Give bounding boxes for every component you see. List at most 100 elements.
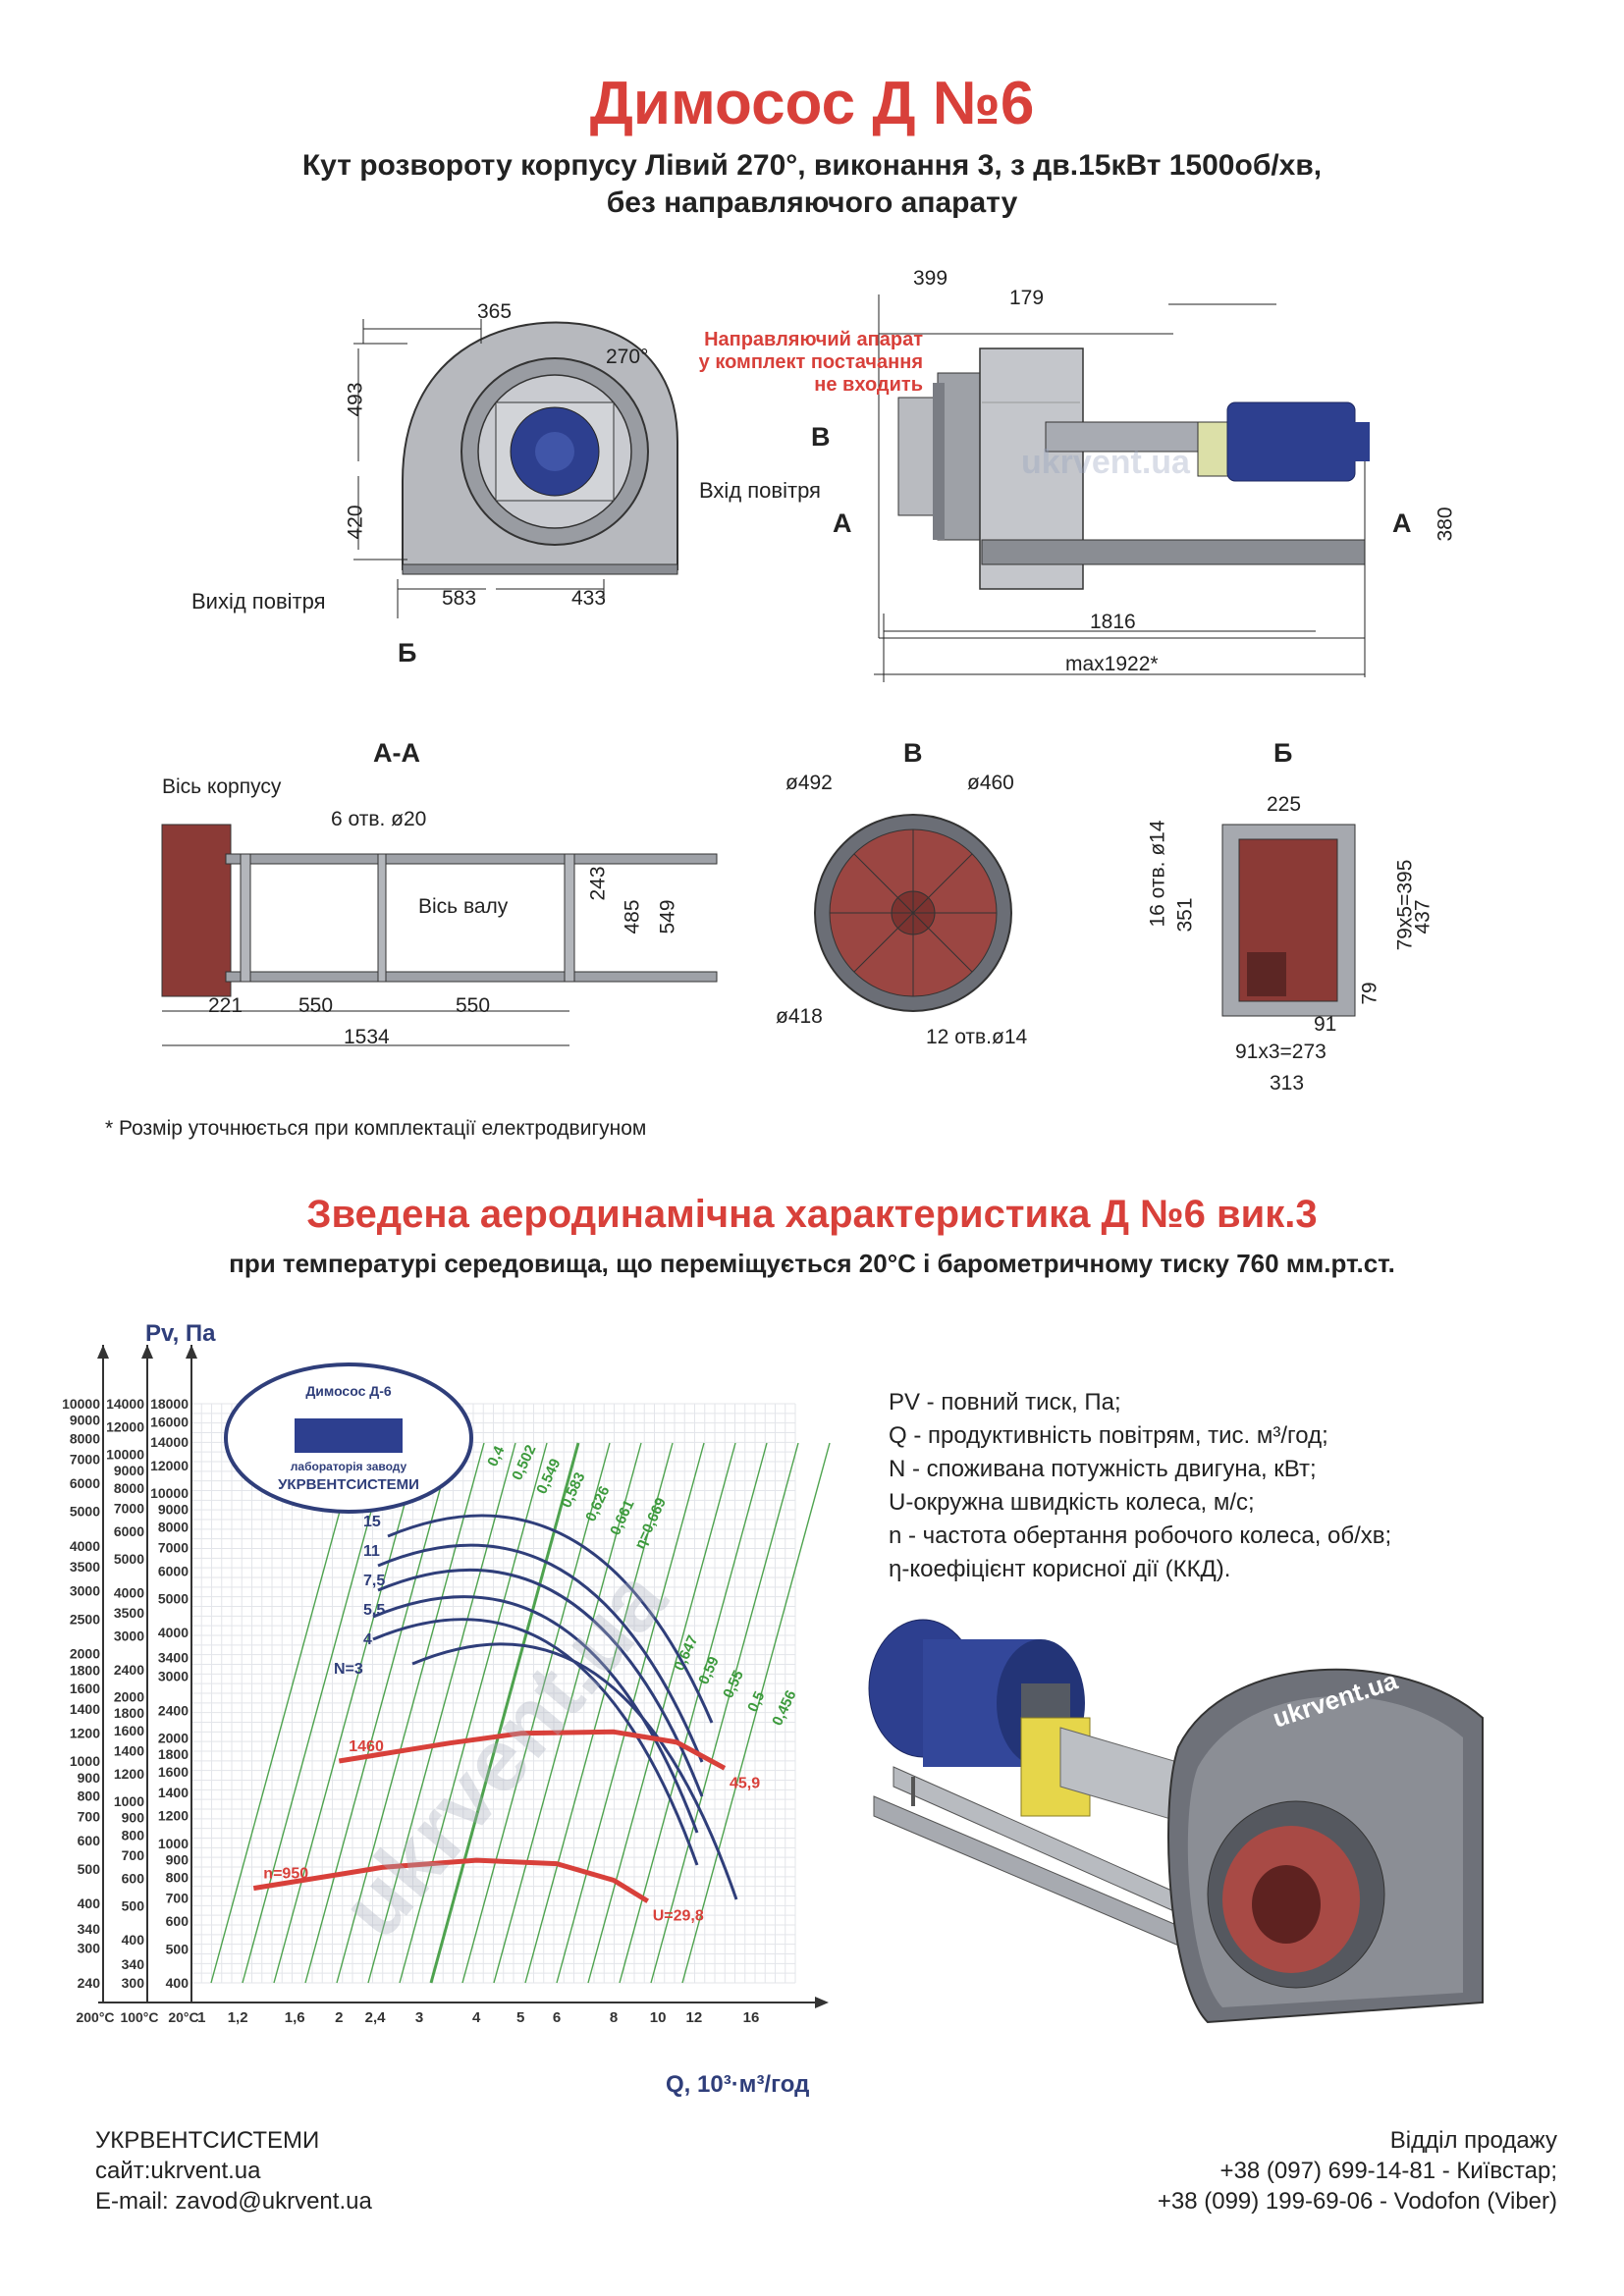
legend-item-pv: PV - повний тиск, Па; [889,1389,1121,1415]
y-tick-label: 2000 [114,1689,144,1705]
efficiency-line [242,1442,391,1984]
legend: PV - повний тиск, Па; Q - продуктивність… [889,1386,1391,1586]
y-tick-label: 2400 [114,1662,144,1678]
dim-91x3: 91х3=273 [1235,1041,1326,1063]
subtitle-line-1: Кут розвороту корпусу Лівий 270°, викона… [301,149,1323,182]
y-tick-label: 12000 [106,1419,144,1435]
x-tick-label: 12 [686,2009,703,2026]
outlet-label: Вихід повітря [191,589,326,614]
y-tick-label: 800 [78,1789,101,1804]
y-tick-label: 700 [78,1809,101,1825]
y-tick-label: 2500 [70,1611,100,1627]
holes-12: 12 отв.ø14 [926,1026,1028,1048]
power-curve [377,1568,704,1797]
y-tick-label: 2000 [158,1731,189,1746]
dim-485: 485 [621,899,644,934]
temp-label: 100°С [120,2009,158,2025]
end-label: 45,9 [730,1775,760,1791]
speed-label: n=950 [263,1866,308,1883]
efficiency-line [336,1442,485,1984]
power-label: 15 [363,1514,381,1530]
front-view-drawing [402,321,678,575]
dim-433: 433 [571,587,607,610]
efficiency-line [429,1442,580,1984]
footer-phone-1[interactable]: +38 (097) 699-14-81 - Київстар; [1219,2158,1557,2184]
legend-item-q: Q - продуктивність повітрям, тис. м³/год… [889,1422,1328,1449]
y-tick-label: 1400 [114,1743,144,1759]
speed-label: 1460 [349,1738,384,1755]
footnote: * Розмір уточнюється при комплектації ел… [105,1117,647,1140]
y-tick-label: 5000 [70,1504,100,1520]
y-tick-label: 12000 [150,1458,189,1473]
dia-418: ø418 [776,1005,823,1028]
y-tick-label: 7000 [158,1539,189,1555]
x-tick-label: 5 [516,2009,524,2026]
y-tick-label: 600 [78,1833,101,1848]
dim-550-a: 550 [298,994,334,1017]
footer-email[interactable]: E-mail: zavod@ukrvent.ua [95,2188,372,2215]
y-tick-label: 240 [78,1975,101,1991]
power-curve [377,1543,704,1763]
dim-365: 365 [477,300,513,323]
efficiency-line [650,1442,799,1984]
footer-sales: Відділ продажу [1389,2127,1557,2154]
side-watermark: ukrvent.ua [1021,444,1190,481]
note-line-1: Направляючий апарат [704,329,923,350]
dim-399: 399 [913,267,948,290]
y-tick-label: 9000 [158,1501,189,1517]
footer-phone-2[interactable]: +38 (099) 199-69-06 - Vodofon (Viber) [1157,2188,1557,2215]
y-tick-label: 700 [122,1847,145,1863]
y-tick-label: 500 [166,1941,189,1956]
power-curve [411,1642,738,1900]
dim-351: 351 [1173,897,1197,933]
dim-313: 313 [1270,1072,1305,1095]
y-tick-label: 1600 [70,1681,100,1696]
dim-437: 437 [1411,899,1435,934]
footer-site[interactable]: сайт:ukrvent.ua [95,2158,261,2184]
y-tick-label: 600 [166,1913,189,1929]
efficiency-label: 0,55 [720,1668,747,1701]
x-tick-label: 10 [650,2009,667,2026]
power-label: 11 [363,1543,380,1560]
legend-item-u: U-окружна швидкість колеса, м/с; [889,1489,1255,1516]
y-tick-label: 3400 [158,1649,189,1665]
axis-shaft-label: Вісь валу [418,895,509,918]
y-tick-label: 4000 [114,1584,144,1600]
power-curve [372,1618,699,1866]
subtitle-line-2: без направляючого апарату [606,187,1018,219]
footer-left: УКРВЕНТСИСТЕМИ сайт:ukrvent.ua E-mail: z… [95,2125,372,2216]
footer-right: Відділ продажу +38 (097) 699-14-81 - Киї… [1158,2125,1557,2216]
y-tick-label: 8000 [158,1520,189,1535]
page-title: Димосос Д №6 [589,70,1035,137]
speed-curve [338,1729,727,1771]
fan-render-illustration: ukrvent.ua [868,1619,1484,2024]
footer-company: УКРВЕНТСИСТЕМИ [95,2127,320,2154]
angle-270: 270° [606,346,649,368]
y-axis-arrow [141,1345,153,1359]
y-tick-label: 1200 [70,1725,100,1740]
y-tick-label: 3000 [158,1669,189,1684]
section-b-mark: Б [398,638,417,667]
mark-a-left: А [833,508,852,538]
efficiency-label: 0,4 [484,1443,508,1469]
mark-v: В [811,422,831,452]
y-tick-label: 10000 [150,1485,189,1501]
section-v-drawing [814,814,1012,1012]
y-tick-label: 10000 [62,1396,100,1412]
dia-492: ø492 [785,772,833,794]
legend-item-n-speed: n - частота обертання робочого колеса, о… [889,1522,1392,1549]
power-curve [387,1514,714,1724]
y-tick-label: 1000 [158,1836,189,1851]
holes-16: 16 отв. ø14 [1146,820,1169,928]
y-tick-label: 6000 [70,1475,100,1491]
dim-1816: 1816 [1090,611,1136,633]
efficiency-line [367,1442,516,1984]
y-tick-label: 5000 [158,1591,189,1607]
x-tick-label: 6 [553,2009,561,2026]
y-tick-label: 1800 [158,1746,189,1762]
y-tick-label: 340 [122,1956,145,1972]
efficiency-line [210,1442,359,1984]
dim-549: 549 [656,899,679,934]
speed-curve [252,1857,650,1903]
y-tick-label: 1000 [70,1753,100,1769]
